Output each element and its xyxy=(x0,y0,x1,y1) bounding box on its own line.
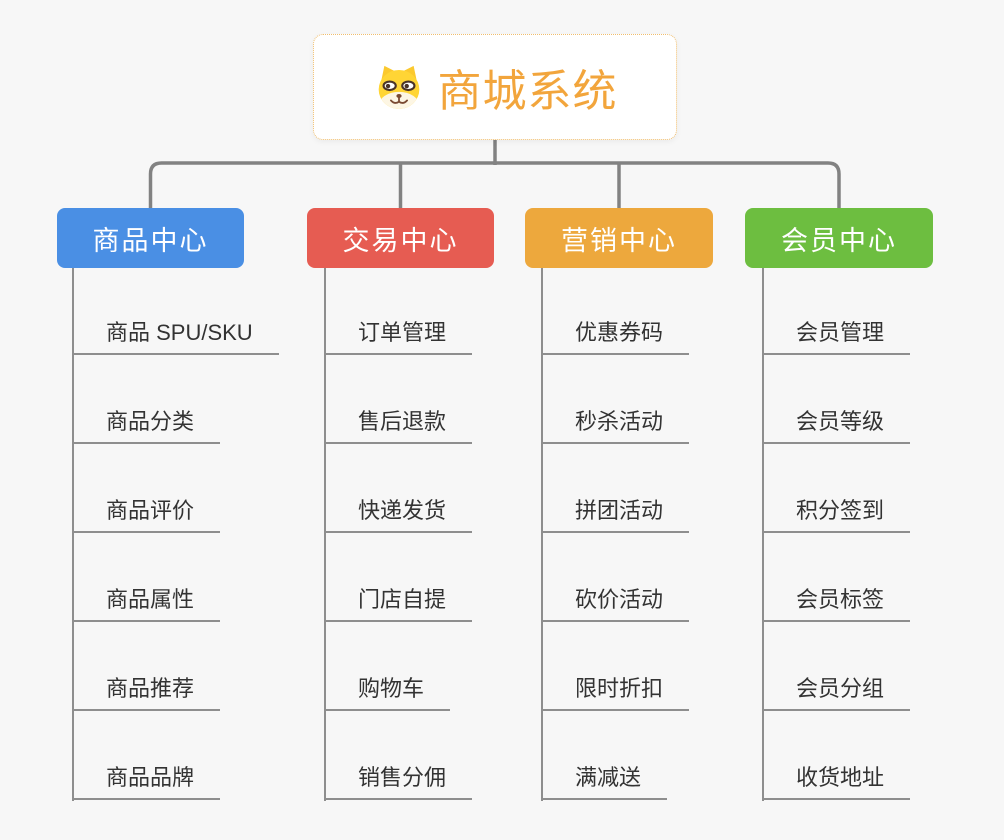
leaf-node[interactable]: 会员标签 xyxy=(762,576,911,622)
branch-node-marketing-center[interactable]: 营销中心 xyxy=(525,208,713,268)
leaf-node[interactable]: 限时折扣 xyxy=(541,665,690,711)
branch-spine-line xyxy=(324,268,326,801)
leaf-node[interactable]: 优惠券码 xyxy=(541,309,690,355)
leaf-node[interactable]: 收货地址 xyxy=(762,754,911,800)
leaf-node[interactable]: 商品评价 xyxy=(72,487,221,533)
root-title: 商城系统 xyxy=(437,67,618,116)
leaf-node[interactable]: 会员管理 xyxy=(762,309,911,355)
leaf-node[interactable]: 销售分佣 xyxy=(324,754,473,800)
branch-node-trade-center[interactable]: 交易中心 xyxy=(307,208,494,268)
leaf-node[interactable]: 秒杀活动 xyxy=(541,398,690,444)
dog-face-icon xyxy=(378,65,419,109)
branch-node-product-center[interactable]: 商品中心 xyxy=(57,208,244,268)
leaf-node[interactable]: 会员分组 xyxy=(762,665,911,711)
leaf-node[interactable]: 商品属性 xyxy=(72,576,221,622)
leaf-node[interactable]: 购物车 xyxy=(324,665,451,711)
branch-spine-line xyxy=(541,268,543,801)
branch-node-member-center[interactable]: 会员中心 xyxy=(745,208,933,268)
leaf-node[interactable]: 积分签到 xyxy=(762,487,911,533)
leaf-node[interactable]: 快递发货 xyxy=(324,487,473,533)
branch-rail-line xyxy=(148,161,841,209)
leaf-node[interactable]: 售后退款 xyxy=(324,398,473,444)
leaf-node[interactable]: 商品分类 xyxy=(72,398,221,444)
leaf-node[interactable]: 会员等级 xyxy=(762,398,911,444)
leaf-node[interactable]: 门店自提 xyxy=(324,576,473,622)
leaf-node[interactable]: 商品 SPU/SKU xyxy=(72,309,279,355)
leaf-node[interactable]: 订单管理 xyxy=(324,309,473,355)
leaf-node[interactable]: 商品推荐 xyxy=(72,665,221,711)
branch-spine-line xyxy=(72,268,74,801)
leaf-node[interactable]: 满减送 xyxy=(541,754,668,800)
leaf-node[interactable]: 拼团活动 xyxy=(541,487,690,533)
leaf-node[interactable]: 商品品牌 xyxy=(72,754,221,800)
root-node[interactable]: 商城系统 xyxy=(313,34,677,140)
leaf-node[interactable]: 砍价活动 xyxy=(541,576,690,622)
branch-spine-line xyxy=(762,268,764,801)
